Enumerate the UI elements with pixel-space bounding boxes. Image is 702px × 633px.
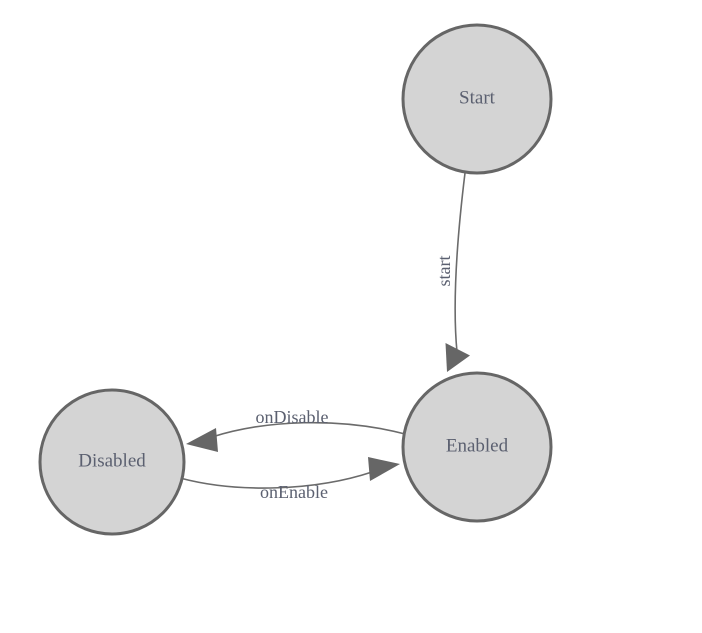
edge-enabled-to-disabled[interactable]: onDisable <box>186 407 406 452</box>
edge-disabled-to-enabled-arrowhead <box>368 457 400 481</box>
node-enabled-label: Enabled <box>446 435 509 456</box>
node-enabled[interactable]: Enabled <box>401 371 553 523</box>
edge-label-start: start <box>434 256 454 287</box>
edge-disabled-to-enabled[interactable]: onEnable <box>179 457 400 502</box>
edge-enabled-to-disabled-arrowhead <box>186 428 218 452</box>
edge-start-to-enabled[interactable]: start <box>434 172 470 372</box>
edge-label-on-disable: onDisable <box>256 407 329 427</box>
node-start-circle <box>401 23 553 175</box>
edge-start-to-enabled-arrowhead <box>445 343 470 372</box>
node-start[interactable]: Start <box>401 23 553 175</box>
node-disabled-circle <box>38 388 186 536</box>
edge-label-on-enable: onEnable <box>260 482 328 502</box>
node-enabled-circle <box>401 371 553 523</box>
edge-start-to-enabled-path <box>454 172 466 353</box>
edge-enabled-to-disabled-path <box>211 421 406 438</box>
node-disabled-label: Disabled <box>78 450 146 471</box>
node-start-label: Start <box>459 87 496 108</box>
edge-disabled-to-enabled-path <box>179 471 373 489</box>
node-disabled[interactable]: Disabled <box>38 388 186 536</box>
